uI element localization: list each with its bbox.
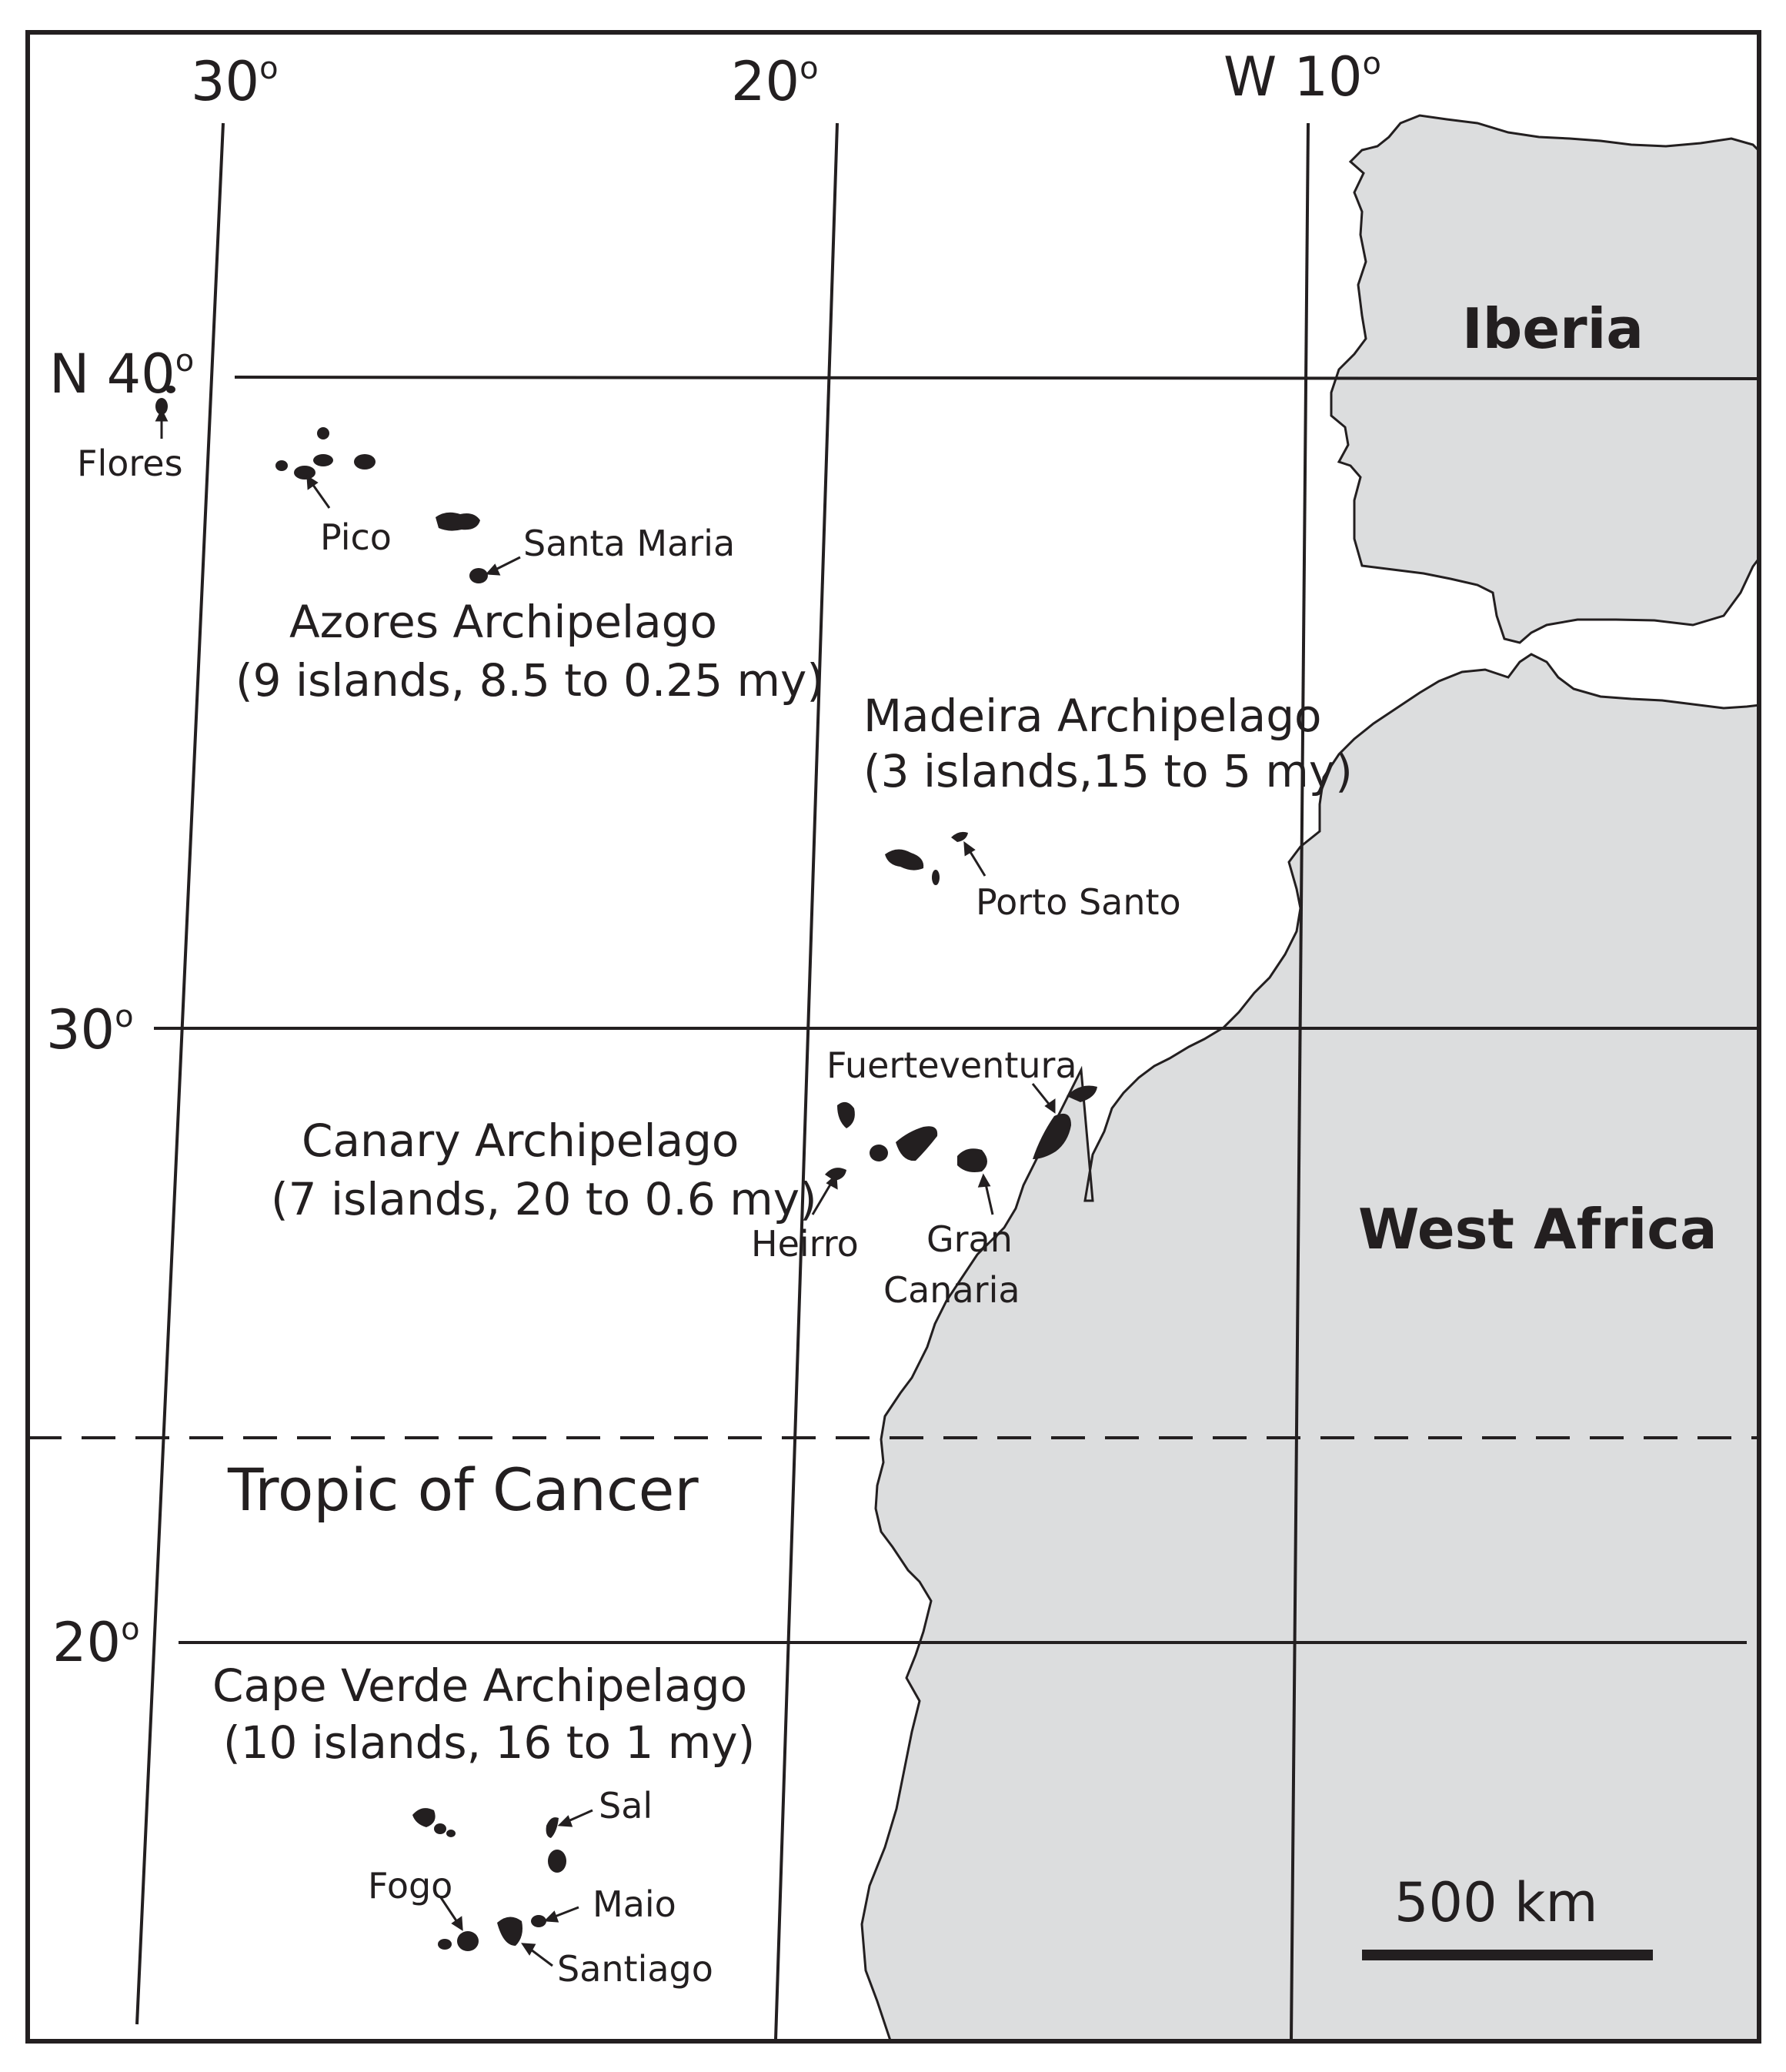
lon-label-30w: 30o	[191, 50, 279, 113]
sao-miguel-island	[436, 512, 480, 531]
madeira-islands	[885, 831, 968, 885]
fogo-label: Fogo	[368, 1865, 452, 1907]
meridian-30w	[135, 122, 225, 2025]
cape-verde-title: Cape Verde Archipelago	[212, 1659, 747, 1712]
canary-arrows	[811, 1083, 1056, 1215]
gran-canaria-label-line2: Canaria	[883, 1269, 1020, 1311]
santa-maria-label: Santa Maria	[523, 523, 735, 564]
azores-detail: (9 islands, 8.5 to 0.25 my)	[235, 654, 824, 707]
azores-islands	[155, 386, 488, 583]
la-gomera-island	[870, 1145, 888, 1161]
madeira-group: Madeira Archipelago (3 islands,15 to 5 m…	[863, 690, 1353, 923]
landmasses	[860, 114, 1759, 2041]
sao-jorge-island	[313, 454, 333, 466]
meridian-20w	[774, 122, 839, 2040]
santiago-island	[497, 1917, 522, 1946]
lanzarote-island	[1067, 1085, 1097, 1102]
el-hierro-island	[825, 1168, 846, 1181]
porto-santo-label: Porto Santo	[976, 881, 1181, 923]
cape-verde-arrows	[439, 1809, 593, 1967]
gran-canaria-label-line1: Gran	[926, 1218, 1013, 1260]
santa-maria-island	[469, 568, 488, 583]
azores-title: Azores Archipelago	[289, 596, 717, 648]
boa-vista-island	[548, 1850, 566, 1873]
flores-label: Flores	[77, 443, 183, 484]
desertas-island	[932, 870, 940, 885]
maio-island	[531, 1915, 546, 1927]
scale-bar: 500 km	[1362, 1871, 1653, 1960]
madeira-title: Madeira Archipelago	[863, 690, 1322, 742]
brava-island	[438, 1939, 452, 1950]
fuerteventura-label: Fuerteventura	[826, 1044, 1077, 1086]
graticule	[135, 122, 1760, 2040]
terceira-island	[354, 454, 376, 470]
fuerteventura-island	[1033, 1113, 1071, 1159]
gran-canaria-island	[957, 1148, 987, 1172]
porto-santo-island	[951, 831, 968, 842]
parallel-40n	[234, 376, 1760, 380]
tropic-of-cancer-label: Tropic of Cancer	[227, 1455, 699, 1524]
heirro-label: Heirro	[751, 1223, 859, 1265]
corvo-island	[166, 386, 175, 393]
lon-label-10w: W 10o	[1223, 45, 1381, 109]
west-africa-label: West Africa	[1358, 1197, 1718, 1262]
azores-group: Flores Pico Santa Maria Azores Archipela…	[77, 386, 824, 707]
fogo-island	[457, 1931, 479, 1951]
santiago-label: Santiago	[557, 1948, 713, 1990]
west-africa-landmass	[860, 653, 1759, 2041]
canary-islands	[825, 1085, 1097, 1181]
cape-verde-islands	[412, 1808, 566, 1951]
madeira-island	[885, 849, 924, 871]
map-frame	[25, 30, 1761, 2044]
sal-island	[546, 1817, 559, 1838]
lon-label-20w: 20o	[731, 50, 819, 113]
meridian-10w	[1290, 122, 1310, 2040]
azores-arrows	[155, 408, 521, 576]
sal-label: Sal	[599, 1785, 653, 1826]
cape-verde-group: Cape Verde Archipelago (10 islands, 16 t…	[212, 1659, 755, 1990]
sao-vicente-island	[434, 1823, 446, 1834]
scale-bar-label: 500 km	[1394, 1871, 1598, 1934]
lat-label-30n: 30o	[46, 998, 134, 1061]
madeira-detail: (3 islands,15 to 5 my)	[863, 745, 1353, 797]
sao-nicolau-island	[446, 1830, 456, 1837]
la-palma-island	[837, 1101, 855, 1128]
cape-verde-detail: (10 islands, 16 to 1 my)	[223, 1716, 755, 1769]
canary-title: Canary Archipelago	[302, 1115, 739, 1167]
flores-island	[155, 398, 168, 415]
lat-label-40n: N 40o	[49, 343, 194, 406]
tenerife-island	[896, 1126, 938, 1161]
lat-label-20n: 20o	[52, 1611, 140, 1674]
graciosa-island	[317, 427, 329, 439]
pico-island	[294, 466, 315, 480]
iberia-label: Iberia	[1462, 296, 1644, 361]
canary-group: Canary Archipelago (7 islands, 20 to 0.6…	[271, 1044, 1097, 1311]
santo-antao-island	[412, 1808, 436, 1827]
pico-label: Pico	[320, 516, 392, 558]
madeira-arrows	[963, 840, 986, 877]
canary-detail: (7 islands, 20 to 0.6 my)	[271, 1173, 817, 1225]
faial-island	[275, 460, 288, 471]
maio-label: Maio	[593, 1883, 676, 1925]
